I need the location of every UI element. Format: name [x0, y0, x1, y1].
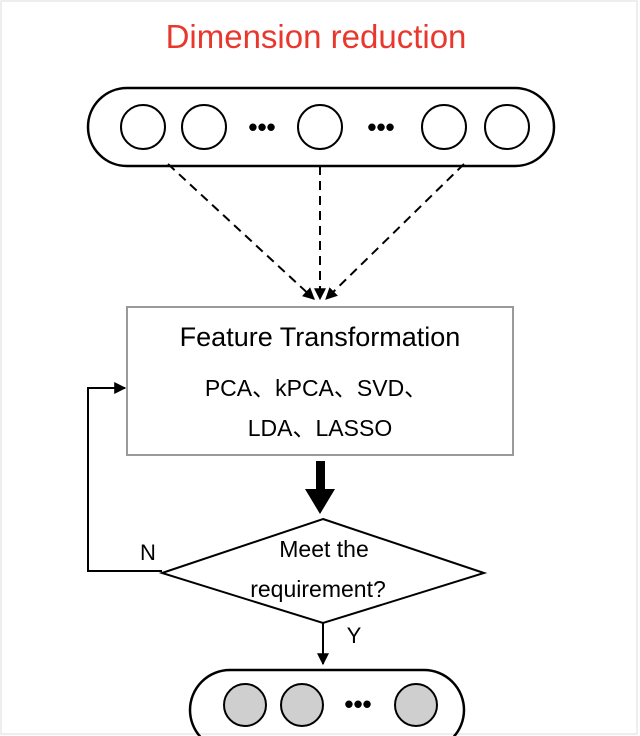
thick-arrow-down — [305, 461, 335, 514]
process-heading: Feature Transformation — [180, 322, 461, 352]
dashed-arrow-left — [167, 163, 315, 300]
input-node — [120, 104, 166, 150]
input-node — [297, 104, 343, 150]
feedback-loop — [87, 382, 162, 572]
thick-arrow-head — [305, 489, 335, 514]
thick-arrow-shaft — [316, 461, 325, 491]
dashed-arrow-right — [325, 163, 465, 300]
decision-text-line1: Meet the — [279, 536, 369, 562]
decision-text-line2: requirement? — [250, 576, 386, 602]
decision-node: Meet the requirement? — [158, 517, 488, 625]
yes-label: Y — [347, 623, 362, 648]
input-node — [484, 104, 530, 150]
diagram-title: Dimension reduction — [166, 18, 467, 55]
decision-diamond — [158, 517, 488, 625]
input-ellipsis: ••• — [248, 112, 275, 142]
input-ellipsis: ••• — [367, 112, 394, 142]
input-layer: ••• ••• — [86, 86, 556, 168]
output-node — [223, 683, 267, 727]
feedback-line — [87, 382, 162, 572]
output-layer: ••• — [188, 668, 466, 736]
input-node — [421, 104, 467, 150]
output-node — [280, 683, 324, 727]
dashed-arrows — [167, 163, 465, 301]
output-ellipsis: ••• — [344, 689, 371, 719]
feature-transformation-box: Feature Transformation PCA、kPCA、SVD、 LDA… — [126, 306, 514, 456]
output-node — [394, 683, 438, 727]
process-box-border — [126, 306, 514, 456]
process-methods-line2: LDA、LASSO — [248, 415, 392, 441]
no-label: N — [140, 540, 156, 565]
input-node — [181, 104, 227, 150]
process-methods-line1: PCA、kPCA、SVD、 — [205, 375, 427, 401]
output-layer-capsule — [188, 668, 466, 736]
